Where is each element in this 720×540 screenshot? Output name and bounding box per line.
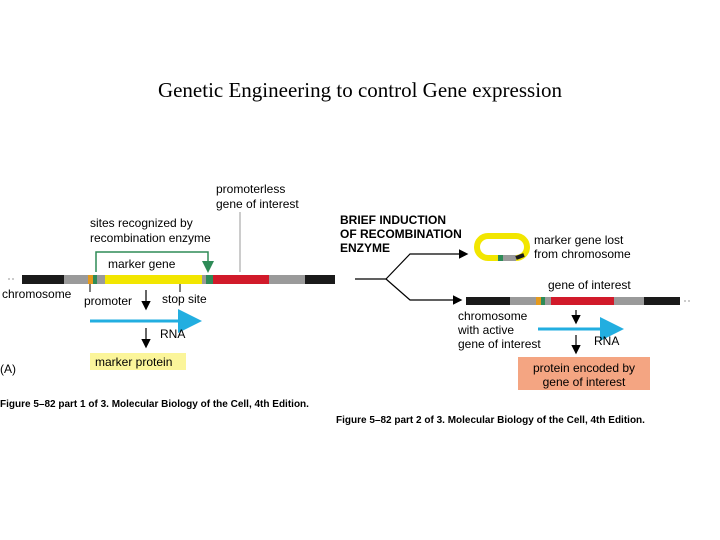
sites-label-1: sites recognized by — [90, 216, 193, 230]
promoter-segment-right — [536, 297, 541, 305]
right-panel: BRIEF INDUCTION OF RECOMBINATION ENZYME … — [336, 213, 690, 426]
promoter-label: promoter — [84, 294, 132, 308]
chromosome-active-label-1: chromosome — [458, 309, 528, 323]
protein-box — [518, 357, 650, 390]
marker-lost-label-2: from chromosome — [534, 247, 631, 261]
recombination-sites-bracket — [95, 251, 214, 273]
recombination-site-2 — [206, 275, 213, 284]
chromosome-bar-right — [466, 297, 690, 305]
gene-of-interest-label: gene of interest — [548, 278, 631, 292]
gene-of-interest-segment — [213, 275, 269, 284]
chromosome-label: chromosome — [2, 287, 72, 301]
promoterless-label-2: gene of interest — [216, 197, 299, 211]
rna-label-right: RNA — [594, 334, 619, 348]
excised-marker-circle — [474, 233, 530, 261]
rna-label-left: RNA — [160, 327, 185, 341]
chromosome-active-label-2: with active — [457, 323, 514, 337]
recombination-site-right — [541, 297, 545, 305]
marker-gene-label: marker gene — [108, 257, 176, 271]
panel-label: (A) — [0, 362, 16, 376]
promoter-segment — [88, 275, 93, 284]
protein-label-2: gene of interest — [543, 375, 626, 389]
marker-gene-segment — [105, 275, 202, 284]
caption-part1: Figure 5–82 part 1 of 3. Molecular Biolo… — [0, 399, 309, 410]
protein-label-1: protein encoded by — [533, 361, 635, 375]
stop-site-label: stop site — [162, 292, 207, 306]
induction-label-3: ENZYME — [340, 241, 390, 255]
chromosome-bar-left — [8, 275, 335, 284]
marker-protein-label: marker protein — [95, 355, 172, 369]
marker-lost-label-1: marker gene lost — [534, 233, 624, 247]
recombination-site-1 — [93, 275, 97, 284]
chromosome-active-label-3: gene of interest — [458, 337, 541, 351]
left-panel: promoterless gene of interest sites reco… — [0, 182, 335, 410]
branch-arrow-down — [385, 278, 463, 305]
promoterless-label-1: promoterless — [216, 182, 285, 196]
active-gene-segment — [551, 297, 614, 305]
induction-label-1: BRIEF INDUCTION — [340, 213, 446, 227]
branch-arrow-up — [385, 249, 469, 280]
slide-title: Genetic Engineering to control Gene expr… — [157, 78, 563, 102]
sites-label-2: recombination enzyme — [90, 231, 211, 245]
marker-gene-label-bg — [106, 256, 186, 270]
induction-label-2: OF RECOMBINATION — [340, 227, 462, 241]
marker-protein-box — [90, 353, 186, 370]
caption-part2: Figure 5–82 part 2 of 3. Molecular Biolo… — [336, 415, 645, 426]
